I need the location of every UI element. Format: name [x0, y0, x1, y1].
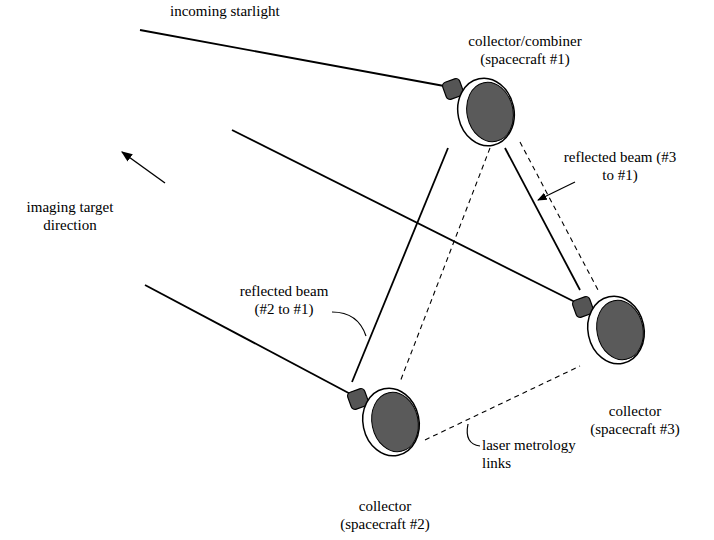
mirror-rim: [452, 73, 521, 151]
leader-line: [467, 424, 480, 446]
collector-shape: [440, 72, 520, 148]
reflected-beam: [352, 148, 448, 382]
reflected-beam: [505, 148, 580, 290]
mirror-rim: [582, 291, 651, 369]
collector-shape: [345, 382, 425, 458]
leader-line: [332, 312, 366, 336]
spacecraft-label: collector/combiner (spacecraft #1): [455, 32, 595, 68]
callout-label: imaging target direction: [20, 198, 120, 234]
starlight-ray: [140, 30, 455, 88]
direction-arrow: [122, 152, 165, 183]
starlight-ray: [232, 130, 583, 306]
callout-label: reflected beam (#2 to #1): [228, 282, 340, 318]
mirror-rim: [357, 383, 426, 461]
spacecraft-collector: collector/combiner (spacecraft #1): [440, 72, 520, 148]
metrology-link: [425, 366, 580, 440]
callout-label: reflected beam (#3 to #1): [560, 148, 680, 184]
callout-label: laser metrology links: [482, 436, 600, 472]
mirror-face: [461, 78, 518, 146]
callout-label: incoming starlight: [170, 2, 310, 20]
starlight-ray: [145, 285, 358, 398]
mirror-face: [366, 388, 423, 456]
spacecraft-label: collector (spacecraft #2): [325, 497, 445, 533]
mirror-face: [591, 296, 648, 364]
leader-line: [538, 182, 575, 200]
spacecraft-label: collector (spacecraft #3): [580, 402, 690, 438]
metrology-link: [400, 148, 490, 382]
spacecraft-collector: collector (spacecraft #2): [345, 382, 425, 458]
collector-shape: [570, 290, 650, 366]
spacecraft-collector: collector (spacecraft #3): [570, 290, 650, 366]
